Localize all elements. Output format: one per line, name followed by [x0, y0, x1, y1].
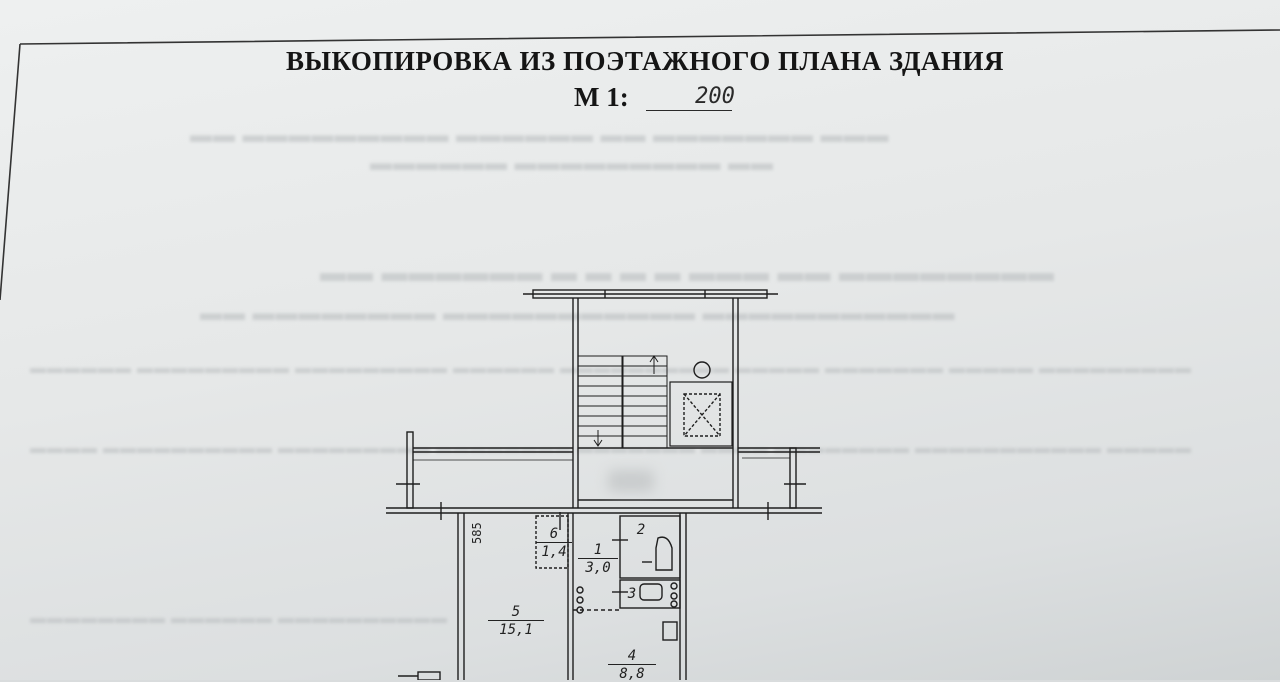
- room-3-label: 3: [622, 586, 642, 602]
- bleed-through-text: ▬▬▬▬▬▬▬▬ ▬▬▬▬▬▬ ▬▬▬▬▬▬▬▬▬▬: [30, 610, 448, 627]
- room-area: 8,8: [608, 664, 656, 682]
- room-5-label: 5 15,1: [488, 604, 544, 638]
- redacted-mark: [608, 470, 654, 492]
- room-number: 5: [511, 604, 521, 620]
- room-6-label: 6 1,4: [536, 526, 572, 560]
- bleed-through-text: ▬▬▬▬▬▬ ▬▬▬▬▬▬▬▬▬ ▬▬: [370, 150, 774, 175]
- room-4-label: 4 8,8: [608, 648, 656, 682]
- bleed-through-text: ▬▬▬▬▬▬ ▬▬▬▬▬▬▬▬▬ ▬▬▬▬▬▬▬▬▬ ▬▬▬▬▬▬ ▬▬▬▬▬▬…: [30, 360, 1192, 377]
- scale-value: 200: [695, 84, 735, 109]
- elevator-shaft: [669, 361, 733, 447]
- scale-underline: [646, 110, 732, 111]
- room-number: 4: [627, 648, 637, 664]
- room-number: 3: [627, 586, 637, 602]
- scale-label: М 1:: [574, 82, 629, 112]
- bleed-through-text: ▬▬ ▬▬▬▬▬▬▬▬▬ ▬▬▬▬▬▬ ▬▬ ▬▬▬▬▬▬▬ ▬▬▬: [190, 122, 890, 147]
- bleed-through-text: ▬▬ ▬▬▬▬▬▬▬▬ ▬▬▬▬▬▬▬▬▬▬▬ ▬▬▬▬▬▬▬▬▬▬▬: [200, 300, 956, 325]
- room-number: 2: [636, 522, 646, 538]
- staircase: [577, 355, 668, 449]
- room-area: 15,1: [488, 620, 544, 638]
- room-area: 1,4: [536, 542, 572, 560]
- room-number: 1: [593, 542, 603, 558]
- room-number: 6: [549, 526, 559, 542]
- wall-dimension: 585: [470, 522, 484, 544]
- document-title: ВЫКОПИРОВКА ИЗ ПОЭТАЖНОГО ПЛАНА ЗДАНИЯ: [285, 46, 1005, 76]
- room-2-label: 2: [626, 522, 656, 538]
- room-1-label: 1 3,0: [578, 542, 618, 576]
- room-area: 3,0: [578, 558, 618, 576]
- apartment: [398, 512, 687, 680]
- bleed-through-text: ▬▬ ▬▬▬▬▬▬ ▬ ▬ ▬ ▬ ▬▬▬ ▬▬ ▬▬▬▬▬▬▬▬: [320, 258, 1055, 287]
